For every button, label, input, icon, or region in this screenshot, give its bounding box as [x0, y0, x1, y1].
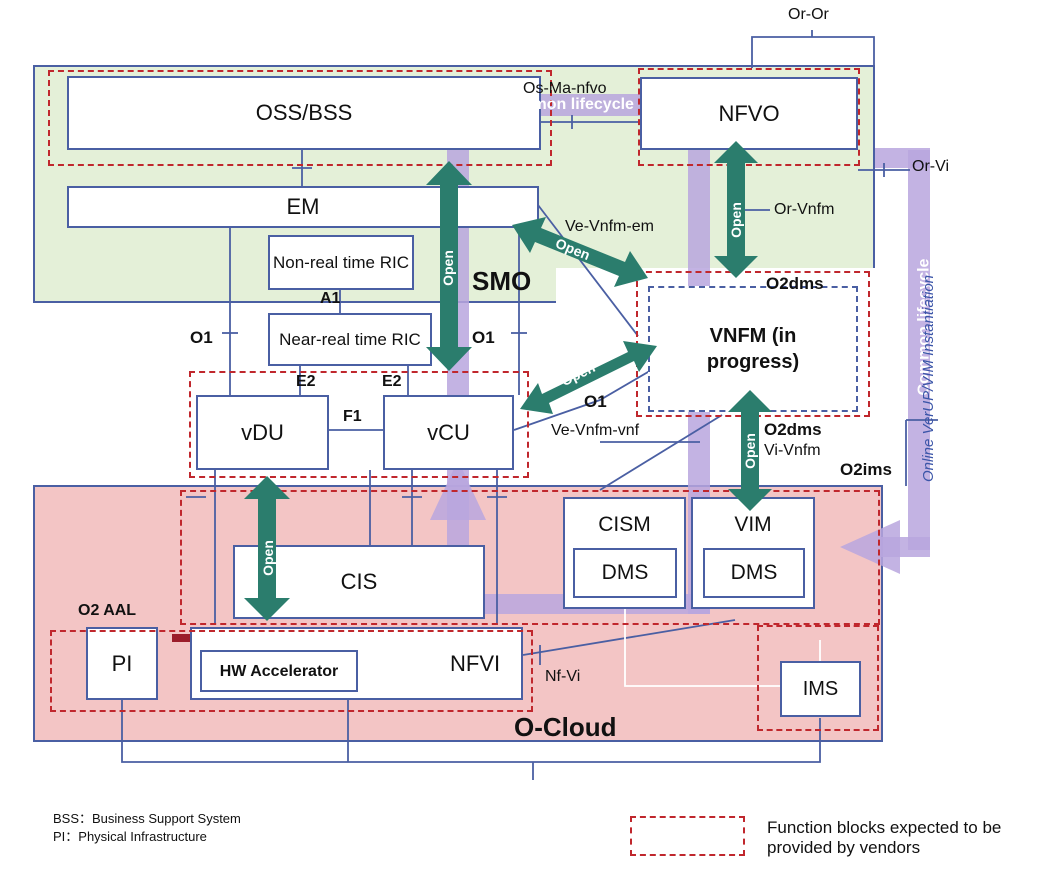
footnote-bss: BSS：Business Support System [53, 811, 241, 826]
open-arrow-nfvo-vnfm [714, 141, 758, 278]
o1-left-label: O1 [190, 328, 213, 347]
or-vnfm-label: Or-Vnfm [774, 201, 835, 218]
a1-label: A1 [320, 290, 341, 307]
online-instantiation-label: Online VerUP/VIM Instantiation [920, 274, 938, 483]
open-label-nfvo-vnfm: Open [727, 202, 744, 238]
open-arrow-vnfm-vim [728, 390, 772, 511]
pi-block[interactable]: PI [86, 627, 158, 700]
vendor-box-ocloud-sw [180, 490, 880, 625]
vendor-box-ocloud-hw [50, 630, 533, 712]
common-lifecycle-top-label: Common lifecycle [497, 96, 634, 113]
hw-accelerator-block[interactable]: HW Accelerator [200, 650, 358, 692]
vendor-box-oss [48, 70, 552, 166]
vi-vnfm-label: Vi-Vnfm [764, 442, 821, 459]
e2-right-label: E2 [382, 373, 402, 390]
open-arrow-vcu-vnfm [520, 341, 657, 414]
open-arrow-smo [426, 161, 472, 371]
o1-mid-label: O1 [472, 328, 495, 347]
nfvi-text: NFVI [450, 651, 501, 676]
f1-label: F1 [343, 408, 362, 425]
ve-vnfm-vnf-label: Ve-Vnfm-vnf [551, 422, 640, 439]
vendor-box-nfvo [638, 68, 860, 166]
open-arrow-vdu-cis [244, 476, 290, 621]
legend-text: Function blocks expected to be provided … [767, 818, 1002, 857]
vcu-block[interactable]: vCU [383, 395, 514, 470]
legend-swatch [630, 816, 745, 856]
vendor-box-ran [189, 371, 529, 478]
open-label-vdu-cis: Open [259, 540, 276, 576]
open-label-vnfm-vim: Open [741, 433, 758, 469]
os-ma-nfvo-label: Os-Ma-nfvo [523, 80, 607, 97]
lifecycle-band-side-top [875, 148, 930, 168]
dms-vim-block[interactable]: DMS [703, 548, 805, 598]
or-vi-label: Or-Vi [912, 158, 950, 175]
open-label-smo: Open [439, 250, 456, 286]
open-arrow-em-vnfm [512, 217, 648, 287]
o2-aal-label: O2 AAL [78, 602, 137, 619]
lifecycle-band-side [908, 150, 930, 550]
ims-block[interactable]: IMS [780, 661, 861, 717]
o2dms-top-label: O2dms [766, 274, 824, 293]
cism-label: CISM [598, 513, 651, 536]
non-rt-ric-block[interactable]: Non-real time RIC [268, 235, 414, 290]
oss-bss-block[interactable]: OSS/BSS [67, 76, 541, 150]
ve-vnfm-em-label: Ve-Vnfm-em [565, 218, 654, 235]
nfvo-block[interactable]: NFVO [640, 77, 858, 150]
nf-vi-label: Nf-Vi [545, 668, 581, 685]
or-or-label: Or-Or [788, 6, 829, 23]
near-rt-ric-block[interactable]: Near-real time RIC [268, 313, 432, 366]
o1-vnf-label: O1 [584, 392, 607, 411]
footnote-pi: PI：Physical Infrastructure [53, 829, 207, 844]
vim-label: VIM [734, 513, 772, 536]
em-block[interactable]: EM [67, 186, 539, 228]
vendor-box-ims [757, 625, 879, 731]
dms-cism-block[interactable]: DMS [573, 548, 677, 598]
o2dms-bottom-label: O2dms [764, 420, 822, 439]
vdu-block[interactable]: vDU [196, 395, 329, 470]
ocloud-label: O-Cloud [514, 712, 617, 742]
smo-label: SMO [472, 266, 532, 296]
e2-left-label: E2 [296, 373, 316, 390]
o2ims-label: O2ims [840, 460, 892, 479]
